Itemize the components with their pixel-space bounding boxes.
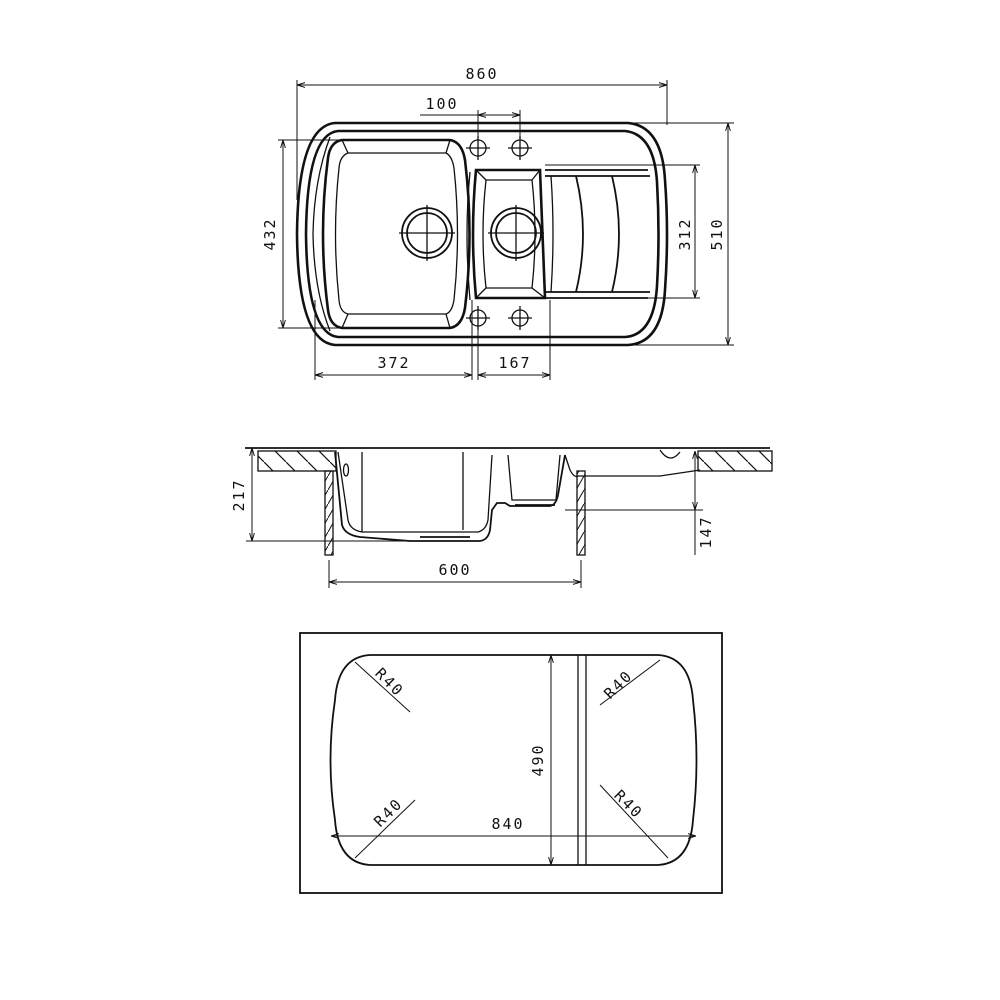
- cabinet-wall-right: [576, 470, 586, 556]
- second-bowl: [466, 168, 547, 301]
- cutout-view: R40 R40 R40 R40 490 840: [299, 632, 723, 894]
- countertop-right: [697, 450, 773, 472]
- radius-top-right: R40: [599, 659, 661, 706]
- dimension-label: 840: [491, 815, 524, 833]
- dimension-label: 490: [529, 743, 547, 776]
- drainboard-ribs: [545, 169, 650, 299]
- main-bowl: [321, 138, 471, 330]
- dimension-432: 432: [261, 139, 342, 329]
- radius-label: R40: [600, 666, 636, 702]
- dimension-label: 372: [377, 354, 410, 372]
- dimension-167: 167: [477, 300, 551, 380]
- dimension-label: 860: [465, 65, 498, 83]
- countertop-left: [257, 450, 337, 472]
- cabinet-wall-left: [324, 470, 334, 556]
- main-drain: [399, 205, 455, 261]
- dimension-label: 432: [261, 217, 279, 250]
- radius-label: R40: [371, 664, 407, 700]
- radius-top-left: R40: [354, 661, 411, 713]
- dimension-147: 147: [565, 451, 715, 555]
- dimension-100: 100: [420, 95, 521, 140]
- dimension-840: 840: [331, 815, 696, 836]
- dimension-label: 100: [425, 95, 458, 113]
- dimension-217: 217: [230, 447, 410, 542]
- dimension-600: 600: [328, 560, 582, 588]
- radius-label: R40: [610, 786, 646, 822]
- bowl-profile: [334, 449, 701, 542]
- dimension-label: 312: [676, 217, 694, 250]
- dimension-label: 147: [697, 515, 715, 548]
- radius-bottom-left: R40: [354, 794, 416, 859]
- dimension-label: 217: [230, 478, 248, 511]
- radius-label: R40: [370, 794, 406, 830]
- sink-outline: [295, 121, 669, 347]
- dimension-860: 860: [296, 65, 668, 200]
- top-view: 860 100 432 312 510 372: [261, 65, 734, 380]
- dimension-510: 510: [630, 122, 734, 346]
- radius-bottom-right: R40: [599, 784, 669, 859]
- countertop-outline: [299, 632, 723, 894]
- dimension-312: 312: [545, 164, 700, 299]
- second-drain: [488, 205, 544, 261]
- dimension-490: 490: [529, 655, 551, 865]
- dimension-372: 372: [314, 300, 473, 380]
- dimension-label: 600: [438, 561, 471, 579]
- cutout-outline: [329, 654, 698, 866]
- dimension-label: 167: [498, 354, 531, 372]
- side-view: 217 147 600: [230, 447, 773, 588]
- dimension-label: 510: [708, 217, 726, 250]
